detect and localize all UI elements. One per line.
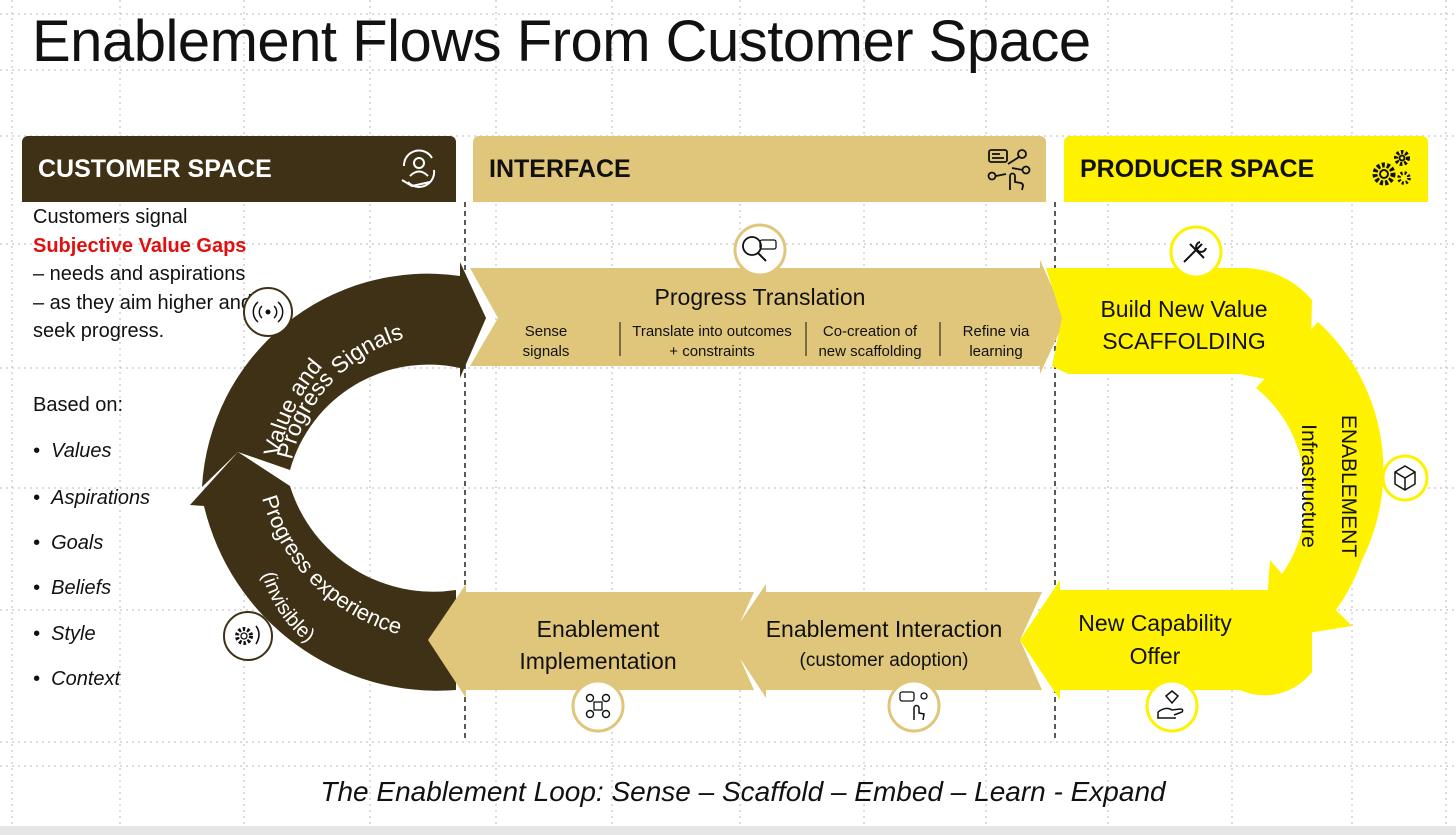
interface-header: INTERFACE	[473, 136, 1046, 202]
interaction-line-2: (customer adoption)	[800, 650, 969, 671]
enablement-infrastructure-arc	[1256, 322, 1384, 640]
bullet-item: • Aspirations	[33, 487, 151, 509]
wireless-signal-icon	[243, 287, 293, 337]
step-4-line-2: learning	[969, 343, 1022, 360]
search-data-icon	[733, 223, 787, 277]
subjective-value-gaps: Subjective Value Gaps	[33, 234, 247, 257]
customer-description: Customers signal Subjective Value Gaps –…	[33, 203, 253, 346]
bullet-item: • Beliefs	[33, 577, 112, 599]
team-network-icon	[571, 679, 625, 733]
step-1-line-1: Sense	[525, 323, 568, 340]
package-icon	[1381, 454, 1429, 502]
progress-translation-arrow	[470, 260, 1066, 374]
new-capability-line-1: New Capability	[1078, 610, 1232, 636]
people-cycle-icon	[401, 149, 436, 188]
signals-arc	[202, 262, 486, 487]
step-4-line-1: Refine via	[963, 323, 1030, 340]
build-scaffolding-arrow	[1046, 267, 1312, 388]
implementation-line-2: Implementation	[519, 648, 676, 674]
enablement-interaction-arrow	[728, 584, 1042, 698]
bottom-band	[0, 826, 1456, 835]
hand-touch-network-icon	[987, 149, 1031, 191]
step-3-line-2: new scaffolding	[818, 343, 921, 360]
gears-icon	[1372, 150, 1411, 186]
hand-touch-icon	[887, 679, 941, 733]
bullet-item: • Context	[33, 668, 121, 690]
interface-label: INTERFACE	[489, 154, 631, 183]
producer-space-label: PRODUCER SPACE	[1080, 154, 1315, 183]
infrastructure-line-2: Infrastructure	[1297, 424, 1320, 548]
bullet-item: • Goals	[33, 532, 104, 554]
step-2-line-2: + constraints	[669, 343, 754, 360]
tools-icon	[1169, 225, 1223, 279]
build-value-line-2: SCAFFOLDING	[1102, 328, 1266, 354]
hand-diamond-icon	[1145, 679, 1199, 733]
bullet-item: • Style	[33, 623, 96, 645]
build-value-line-1: Build New Value	[1100, 296, 1267, 322]
customer-space-header: CUSTOMER SPACE	[22, 136, 456, 202]
description-rest: – needs and aspirations – as they aim hi…	[33, 263, 253, 342]
implementation-line-1: Enablement	[537, 616, 660, 642]
enablement-loop-caption: The Enablement Loop: Sense – Scaffold – …	[320, 776, 1166, 807]
experience-arc	[190, 452, 456, 691]
step-1-line-2: signals	[523, 343, 570, 360]
bullet-item: • Values	[33, 440, 112, 462]
new-capability-arrow	[1020, 580, 1312, 700]
progress-translation-title: Progress Translation	[655, 284, 866, 310]
gear-head-icon	[223, 611, 273, 661]
enablement-implementation-arrow	[428, 584, 754, 698]
step-3-line-1: Co-creation of	[823, 323, 918, 340]
infrastructure-line-1: ENABLEMENT	[1337, 415, 1360, 558]
based-on-label: Based on:	[33, 394, 124, 416]
intro-text: Customers signal	[33, 206, 188, 228]
producer-space-header: PRODUCER SPACE	[1064, 136, 1428, 202]
new-capability-line-2: Offer	[1130, 643, 1181, 669]
customer-space-label: CUSTOMER SPACE	[38, 154, 272, 183]
page-title: Enablement Flows From Customer Space	[32, 9, 1091, 74]
interaction-line-1: Enablement Interaction	[766, 616, 1003, 642]
step-2-line-1: Translate into outcomes	[632, 323, 792, 340]
